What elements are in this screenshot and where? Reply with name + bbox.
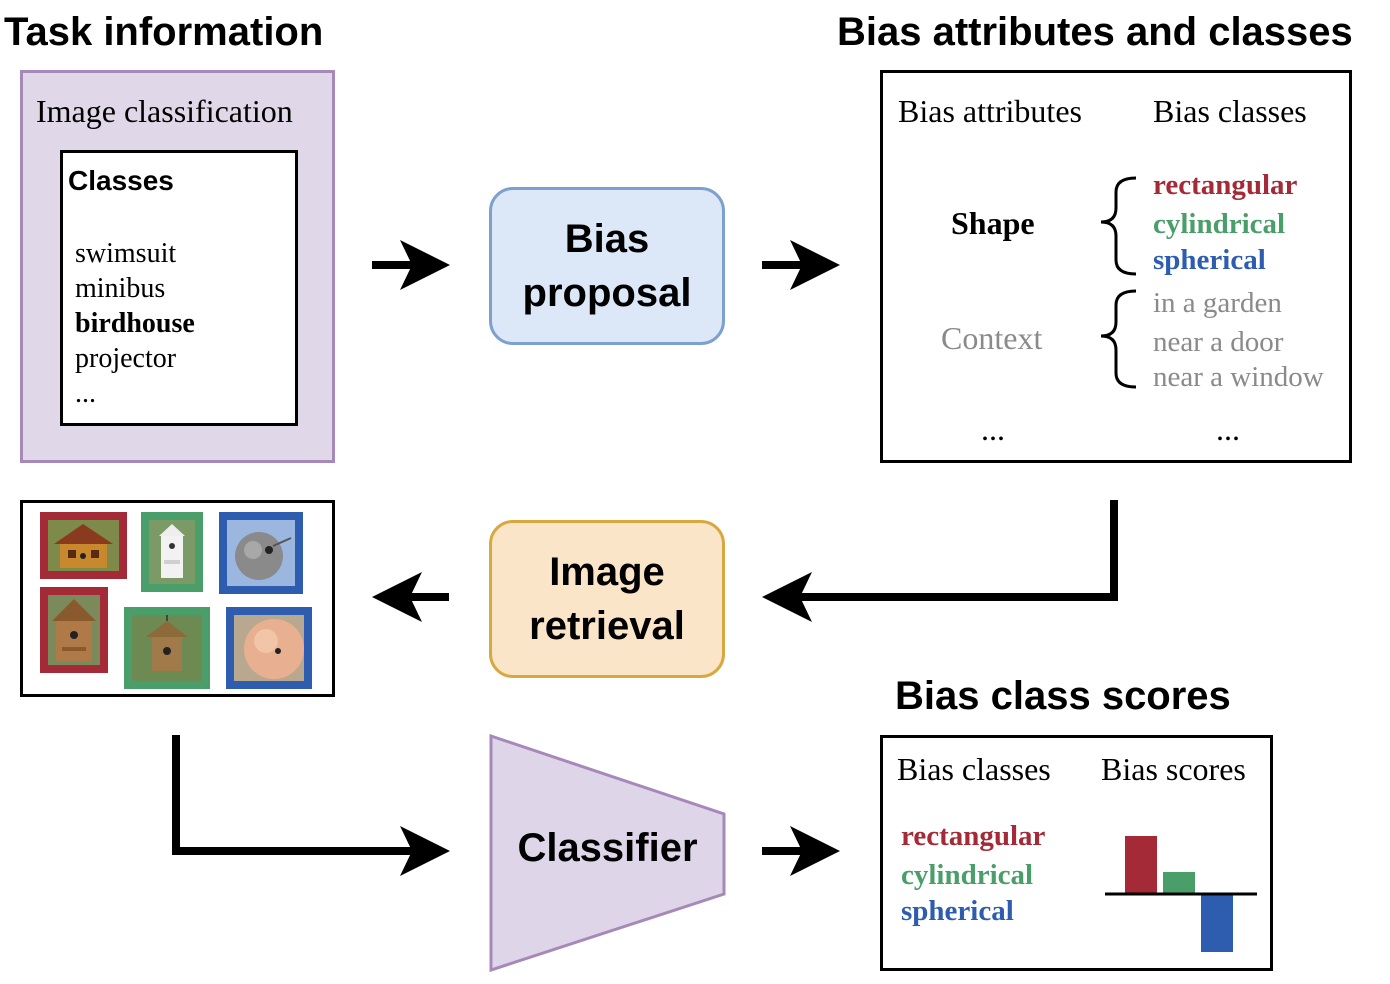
bias-class-in-a-garden: in a garden xyxy=(1153,287,1282,319)
attribute-shape: Shape xyxy=(951,205,1035,241)
score-class-rectangular: rectangular xyxy=(901,820,1046,852)
arrow-retrieval-to-images xyxy=(372,572,449,622)
bias-class-near-a-window: near a window xyxy=(1153,361,1324,393)
classes-ellipsis: ... xyxy=(1216,411,1240,447)
image-retrieval-box: Image retrieval xyxy=(489,520,725,678)
birdhouse-rectangular-icon xyxy=(48,595,100,665)
score-class-spherical: spherical xyxy=(901,895,1014,927)
birdhouse-spherical-icon xyxy=(234,615,304,681)
class-item-projector: projector xyxy=(75,343,177,374)
col-bias-classes: Bias classes xyxy=(1153,93,1307,129)
arrow-classifier-to-scores xyxy=(762,826,840,876)
image-retrieval-line1: Image xyxy=(549,550,665,594)
birdhouse-spherical-image xyxy=(219,512,303,594)
bias-class-cylindrical: cylindrical xyxy=(1153,208,1286,240)
score-class-cylindrical: cylindrical xyxy=(901,859,1034,891)
task-title: Image classification xyxy=(36,93,293,129)
birdhouse-rectangular-image xyxy=(40,512,127,579)
bias-proposal-line2: proposal xyxy=(522,271,692,315)
bias-class-rectangular: rectangular xyxy=(1153,169,1298,201)
image-retrieval-line2: retrieval xyxy=(529,604,685,648)
score-bar-spherical xyxy=(1201,894,1233,952)
heading-task-information: Task information xyxy=(4,10,324,54)
classes-title: Classes xyxy=(68,165,174,196)
arrow-images-to-classifier xyxy=(172,735,450,876)
birdhouse-spherical-image xyxy=(226,607,312,689)
class-item-swimsuit: swimsuit xyxy=(75,238,177,269)
classifier-label: Classifier xyxy=(517,826,698,870)
birdhouse-cylindrical-icon xyxy=(149,520,195,584)
birdhouse-cylindrical-image xyxy=(141,512,203,592)
bias-class-near-a-door: near a door xyxy=(1153,326,1284,358)
arrow-attributes-to-retrieval xyxy=(762,500,1118,622)
col-bias-attributes: Bias attributes xyxy=(898,93,1082,129)
birdhouse-cylindrical-icon xyxy=(132,615,202,681)
retrieved-images-box xyxy=(20,500,335,697)
birdhouse-cylindrical-image xyxy=(124,607,210,689)
bias-scores-chart xyxy=(1105,836,1257,952)
class-item-birdhouse: birdhouse xyxy=(75,308,195,339)
class-item-minibus: minibus xyxy=(75,273,166,304)
heading-bias-attributes-and-classes: Bias attributes and classes xyxy=(837,10,1353,54)
bias-proposal-line1: Bias xyxy=(564,217,650,261)
birdhouse-rectangular-icon xyxy=(48,520,119,571)
bias-proposal-box: Bias proposal xyxy=(489,187,725,345)
birdhouse-rectangular-image xyxy=(40,587,108,673)
birdhouse-spherical-icon xyxy=(227,520,295,586)
arrow-proposal-to-attributes xyxy=(762,240,840,290)
heading-bias-class-scores: Bias class scores xyxy=(895,674,1231,718)
bias-class-spherical: spherical xyxy=(1153,244,1266,276)
class-item-ellipsis: ... xyxy=(75,378,96,409)
attribute-context: Context xyxy=(941,320,1043,356)
col-scores-bias-classes: Bias classes xyxy=(897,751,1051,787)
task-information-box: Image classification Classes swimsuit mi… xyxy=(20,70,335,463)
col-bias-scores: Bias scores xyxy=(1101,751,1246,787)
bias-attributes-box: Bias attributes Bias classes Shape recta… xyxy=(880,70,1352,463)
bias-scores-box: Bias classes Bias scores rectangular cyl… xyxy=(880,735,1273,971)
arrow-task-to-proposal xyxy=(372,240,450,290)
score-bar-cylindrical xyxy=(1163,871,1195,894)
score-bar-rectangular xyxy=(1125,836,1157,894)
attributes-ellipsis: ... xyxy=(981,411,1005,447)
classes-box: Classes swimsuit minibus birdhouse proje… xyxy=(60,150,298,426)
